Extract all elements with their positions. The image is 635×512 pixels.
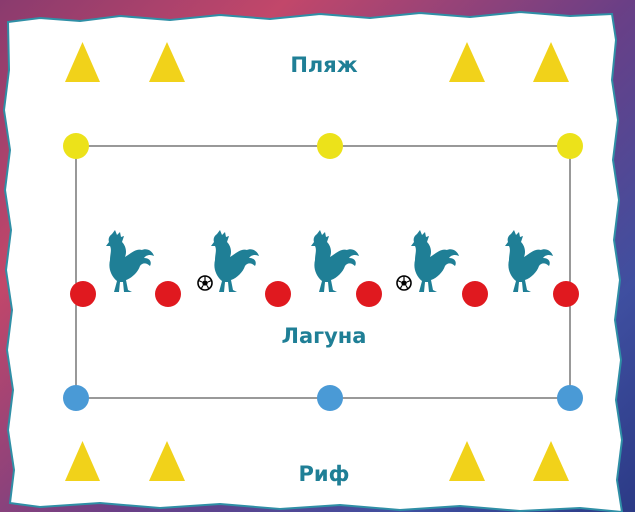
blue-markers	[63, 385, 583, 411]
top-cones	[65, 42, 569, 82]
yellow-marker	[317, 133, 343, 159]
soccer-ball-icon	[197, 275, 213, 291]
blue-marker	[63, 385, 89, 411]
zone-label-middle: Лагуна	[282, 324, 367, 348]
zone-label-bottom: Риф	[299, 462, 350, 486]
blue-marker	[317, 385, 343, 411]
red-marker	[70, 281, 96, 307]
zone-label-top: Пляж	[290, 53, 357, 77]
cone-icon	[533, 441, 569, 481]
red-marker	[553, 281, 579, 307]
yellow-markers	[63, 133, 583, 159]
cone-icon	[449, 42, 485, 82]
bottom-cones	[65, 441, 569, 481]
blue-marker	[557, 385, 583, 411]
soccer-ball-icon	[396, 275, 412, 291]
red-marker	[356, 281, 382, 307]
cone-icon	[149, 441, 185, 481]
red-markers	[70, 281, 579, 307]
cone-icon	[533, 42, 569, 82]
cone-icon	[65, 441, 100, 481]
paper-sheet	[2, 10, 624, 512]
red-marker	[462, 281, 488, 307]
cone-icon	[65, 42, 100, 82]
yellow-marker	[63, 133, 89, 159]
balls	[197, 275, 412, 291]
yellow-marker	[557, 133, 583, 159]
red-marker	[265, 281, 291, 307]
cone-icon	[149, 42, 185, 82]
cone-icon	[449, 441, 485, 481]
red-marker	[155, 281, 181, 307]
